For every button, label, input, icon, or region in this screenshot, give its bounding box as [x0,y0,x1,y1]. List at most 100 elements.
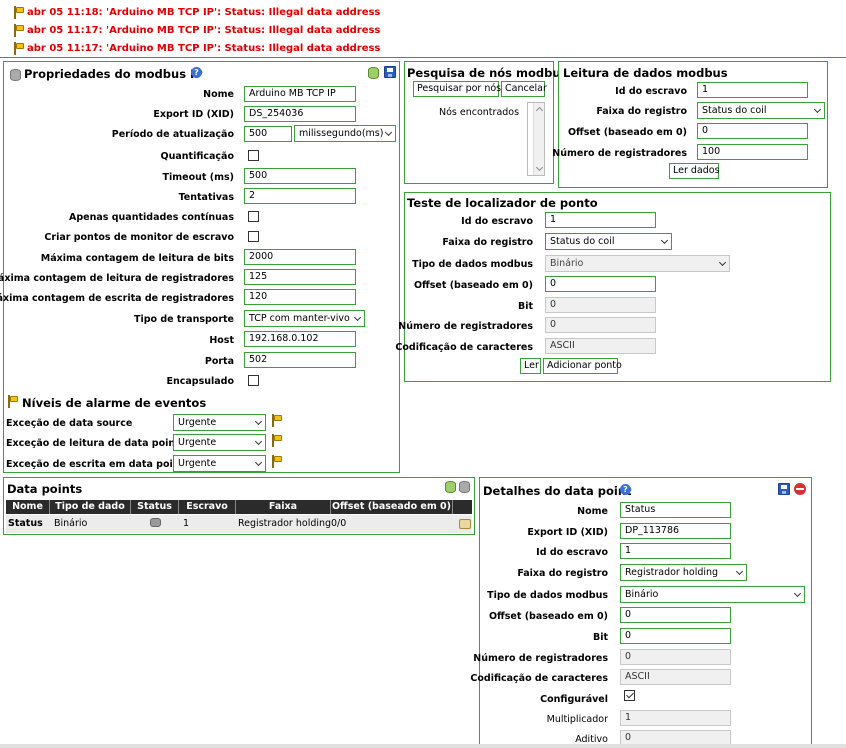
alarm-text: abr 05 11:17: 'Arduino MB TCP IP': Statu… [27,24,381,36]
flag-icon[interactable] [13,41,25,55]
count-input[interactable]: 0 [545,317,656,333]
panel-title: Propriedades do modbus IP [24,67,203,81]
exc-read-select[interactable]: Urgente [173,434,266,451]
column-header[interactable]: Escravo [179,500,236,514]
continuas-checkbox[interactable] [248,211,259,222]
bit-label: Bit [517,301,533,312]
xid-input[interactable]: DS_254036 [244,106,356,122]
tentativas-label: Tentativas [178,192,234,203]
monitor-checkbox[interactable] [248,231,259,242]
xid-input[interactable]: DP_113786 [620,523,731,539]
bit-input[interactable]: 0 [545,297,656,313]
range-select[interactable]: Status do coil [697,102,825,119]
table-row[interactable]: Status Binário 1 Registrador holding 0/0 [6,515,472,533]
slave-label: Id do escravo [461,216,533,227]
periodo-unit-select[interactable]: milissegundo(ms) [294,125,396,142]
range-select[interactable]: Registrador holding [620,564,747,581]
scroll-down-icon[interactable] [535,163,544,172]
add-point-button[interactable]: Adicionar ponto [543,358,622,374]
encoding-label: Codificação de caracteres [470,673,608,684]
help-icon[interactable]: ? [191,67,202,78]
host-input[interactable]: 192.168.0.102 [244,331,356,347]
found-nodes-list[interactable] [527,102,545,176]
search-nodes-button[interactable]: Pesquisar por nós [413,81,501,97]
count-input[interactable]: 100 [697,144,808,160]
encoding-label: Codificação de caracteres [395,342,533,353]
read-button[interactable]: Ler [520,358,541,374]
delete-icon[interactable] [794,483,806,495]
type-label: Tipo de dados modbus [487,590,608,601]
flag-icon [271,414,283,427]
encoding-input[interactable]: ASCII [620,669,731,685]
configurable-checkbox[interactable] [624,690,635,701]
type-select[interactable]: Binário [620,586,805,603]
offset-input[interactable]: 0 [545,276,656,292]
bit-input[interactable]: 0 [620,628,731,644]
slave-input[interactable]: 1 [620,543,731,559]
timeout-input[interactable]: 500 [244,168,356,184]
nome-input[interactable]: Arduino MB TCP IP [244,86,356,102]
porta-input[interactable]: 502 [244,352,356,368]
toggle-datasource-icon[interactable] [368,67,379,79]
max-write-input[interactable]: 120 [244,289,356,305]
encaps-label: Encapsulado [166,376,234,387]
column-header[interactable]: Tipo de dado [50,500,131,514]
save-icon[interactable] [384,66,396,78]
max-bits-input[interactable]: 2000 [244,249,356,265]
edit-icon[interactable] [459,519,471,529]
type-select[interactable]: Binário [545,255,730,272]
scroll-up-icon[interactable] [535,106,544,115]
count-input[interactable]: 0 [620,649,731,665]
exc-read-value: Urgente [178,437,217,448]
status-icon[interactable] [150,518,161,527]
horizontal-scrollbar[interactable] [0,744,846,748]
tentativas-input[interactable]: 2 [244,188,356,204]
column-header[interactable]: Faixa [236,500,331,514]
max-regs-label: Máxima contagem de leitura de registrado… [0,273,234,284]
multiplier-input[interactable]: 1 [620,710,731,726]
exc-write-select[interactable]: Urgente [173,455,266,472]
max-regs-input[interactable]: 125 [244,269,356,285]
cancel-button[interactable]: Cancelar [501,81,547,97]
alarm-text: abr 05 11:18: 'Arduino MB TCP IP': Statu… [27,6,381,18]
chevron-down-icon [254,458,263,467]
offset-label: Offset (baseado em 0) [413,280,533,291]
transporte-select[interactable]: TCP com manter-vivo [244,310,365,327]
read-data-button[interactable]: Ler dados [669,163,720,179]
chevron-down-icon [718,258,727,267]
encoding-input[interactable]: ASCII [545,338,656,354]
exc-ds-select[interactable]: Urgente [173,414,266,431]
xid-label: Export ID (XID) [527,527,608,538]
chevron-down-icon [793,589,802,598]
quant-checkbox[interactable] [248,150,259,161]
column-header[interactable]: Status [131,500,179,514]
monitor-label: Criar pontos de monitor de escravo [44,232,234,243]
column-header[interactable]: Nome [6,500,50,514]
encaps-checkbox[interactable] [248,375,259,386]
periodo-input[interactable]: 500 [244,126,292,142]
range-select[interactable]: Status do coil [545,233,672,250]
additive-input[interactable]: 0 [620,730,731,746]
alarm-row: abr 05 11:17: 'Arduino MB TCP IP': Statu… [13,22,380,38]
slave-input[interactable]: 1 [545,212,656,228]
type-value: Binário [550,258,584,269]
offset-input[interactable]: 0 [697,123,808,139]
flag-icon[interactable] [13,5,25,19]
point-offset: 0/0 [331,518,347,529]
offset-input[interactable]: 0 [620,607,731,623]
alarm-row: abr 05 11:17: 'Arduino MB TCP IP': Statu… [13,40,380,56]
chevron-down-icon [254,437,263,446]
slave-input[interactable]: 1 [697,82,808,98]
column-header[interactable]: Offset (baseado em 0) [331,500,453,514]
nome-input[interactable]: Status [620,502,731,518]
scrollbar[interactable] [533,103,544,175]
toggle-points-icon[interactable] [459,481,470,493]
max-write-label: Máxima contagem de escrita de registrado… [0,293,234,304]
flag-icon[interactable] [13,23,25,37]
offset-label: Offset (baseado em 0) [567,127,687,138]
add-point-icon[interactable] [445,481,456,493]
chevron-down-icon [384,128,393,137]
save-icon[interactable] [778,483,790,495]
bit-label: Bit [592,632,608,643]
help-icon[interactable]: ? [620,484,631,495]
